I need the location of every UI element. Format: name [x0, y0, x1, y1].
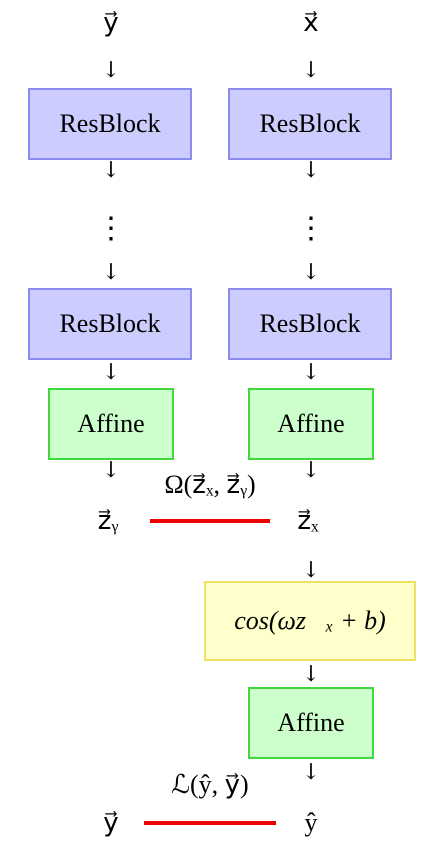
affine-right: Affine — [248, 388, 374, 460]
loss-link-line — [144, 821, 276, 825]
arrow-down-icon: ↓ — [301, 158, 321, 183]
arrow-down-icon: ↓ — [101, 158, 121, 183]
arrow-down-icon: ↓ — [101, 458, 121, 483]
affine-output: Affine — [248, 687, 374, 759]
resblock-left-1: ResBlock — [28, 88, 192, 160]
arrow-down-icon: ↓ — [101, 260, 121, 285]
latent-zx-label: z⃗ₓ — [297, 506, 319, 535]
omega-label: Ω(z⃗ₓ, z⃗ᵧ) — [164, 470, 256, 499]
arrow-down-icon: ↓ — [301, 760, 321, 785]
arrow-down-icon: ↓ — [101, 58, 121, 83]
output-y-label: y⃗ — [103, 808, 119, 837]
arrow-down-icon: ↓ — [301, 360, 321, 385]
arrow-down-icon: ↓ — [101, 360, 121, 385]
resblock-left-2: ResBlock — [28, 288, 192, 360]
input-y-label: y⃗ — [103, 8, 119, 37]
latent-zy-label: z⃗ᵧ — [97, 506, 119, 535]
arrow-down-icon: ↓ — [301, 58, 321, 83]
arrow-down-icon: ↓ — [301, 662, 321, 687]
vertical-ellipsis-right: ⋮ — [296, 211, 326, 246]
affine-left: Affine — [48, 388, 174, 460]
omega-link-line — [150, 519, 270, 523]
resblock-right-1: ResBlock — [228, 88, 392, 160]
loss-label: ℒ(ŷ, y⃗) — [171, 770, 249, 799]
output-yhat-label: ŷ — [304, 808, 318, 837]
resblock-right-2: ResBlock — [228, 288, 392, 360]
cos-activation-block: cos(ωz⃗ₓ + b) — [204, 581, 416, 661]
arrow-down-icon: ↓ — [301, 558, 321, 583]
vertical-ellipsis-left: ⋮ — [96, 211, 126, 246]
input-x-label: x⃗ — [303, 8, 319, 37]
arrow-down-icon: ↓ — [301, 458, 321, 483]
arrow-down-icon: ↓ — [301, 260, 321, 285]
